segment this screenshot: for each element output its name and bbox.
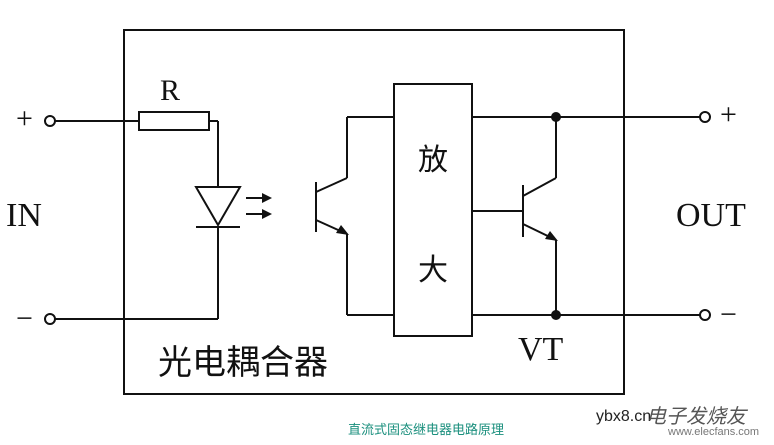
relay-enclosure <box>123 29 625 395</box>
out-minus-terminal <box>699 309 711 321</box>
resistor-label: R <box>160 74 181 107</box>
amplifier-block <box>393 83 473 337</box>
resistor <box>138 111 210 131</box>
out-label: OUT <box>676 197 746 234</box>
watermark-url: ybx8.cn <box>596 408 652 425</box>
in-plus-terminal <box>44 115 56 127</box>
junction-dot-top <box>551 112 561 122</box>
junction-dot-bottom <box>551 310 561 320</box>
figure-caption: 直流式固态继电器电路原理 <box>348 423 505 438</box>
amplifier-label-2: 大 <box>418 253 448 288</box>
transistor-label: VT <box>518 331 564 368</box>
led-diode <box>194 186 242 227</box>
out-plus-label: + <box>720 98 737 131</box>
amplifier-label-1: 放 <box>418 143 448 178</box>
in-label: IN <box>6 197 42 234</box>
in-plus-label: + <box>16 102 33 135</box>
optocoupler-label: 光电耦合器 <box>158 343 328 383</box>
out-minus-label: − <box>720 298 737 331</box>
in-minus-terminal <box>44 313 56 325</box>
watermark-logo: 电子发烧友 <box>646 404 746 428</box>
watermark-site: www.elecfans.com <box>668 426 760 438</box>
in-minus-label: − <box>16 302 33 335</box>
out-plus-terminal <box>699 111 711 123</box>
